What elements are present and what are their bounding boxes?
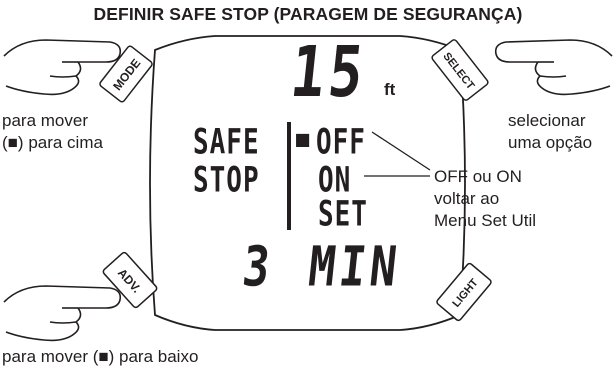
hand-pointing-icon xyxy=(3,39,122,96)
hand-pointing-icon xyxy=(494,39,613,96)
safe-stop-label-line1: SAFE xyxy=(193,122,260,164)
mode-button[interactable]: MODE xyxy=(99,45,153,103)
mode-caption-line1: para mover xyxy=(2,111,88,130)
light-button[interactable]: LIGHT xyxy=(436,262,492,322)
cursor-marker: ■ xyxy=(296,127,310,152)
adv-button[interactable]: ADV. xyxy=(102,251,158,309)
options-caption-line3: Menu Set Util xyxy=(434,211,537,230)
time-value: 3 xyxy=(239,235,277,300)
adv-caption: para mover (■) para baixo xyxy=(2,347,199,366)
options-caption-line2: voltar ao xyxy=(434,189,500,208)
safe-stop-label-line2: STOP xyxy=(193,160,260,202)
depth-value: 15 xyxy=(286,32,371,114)
options-caption-line1: OFF ou ON xyxy=(434,167,522,186)
select-caption-line2: uma opção xyxy=(508,133,593,152)
hand-pointing-icon xyxy=(3,285,122,342)
time-unit: MIN xyxy=(305,235,404,300)
select-caption-line1: selecionar xyxy=(508,111,586,130)
option-on: ON xyxy=(318,160,352,202)
option-off: OFF xyxy=(316,122,366,164)
diagram-title: DEFINIR SAFE STOP (PARAGEM DE SEGURANÇA) xyxy=(93,4,523,24)
depth-unit: ft xyxy=(384,80,396,99)
select-button[interactable]: SELECT xyxy=(431,39,489,102)
callout-line xyxy=(371,131,431,171)
option-set: SET xyxy=(318,194,368,236)
mode-caption-line2: (■) para cima xyxy=(2,133,103,152)
